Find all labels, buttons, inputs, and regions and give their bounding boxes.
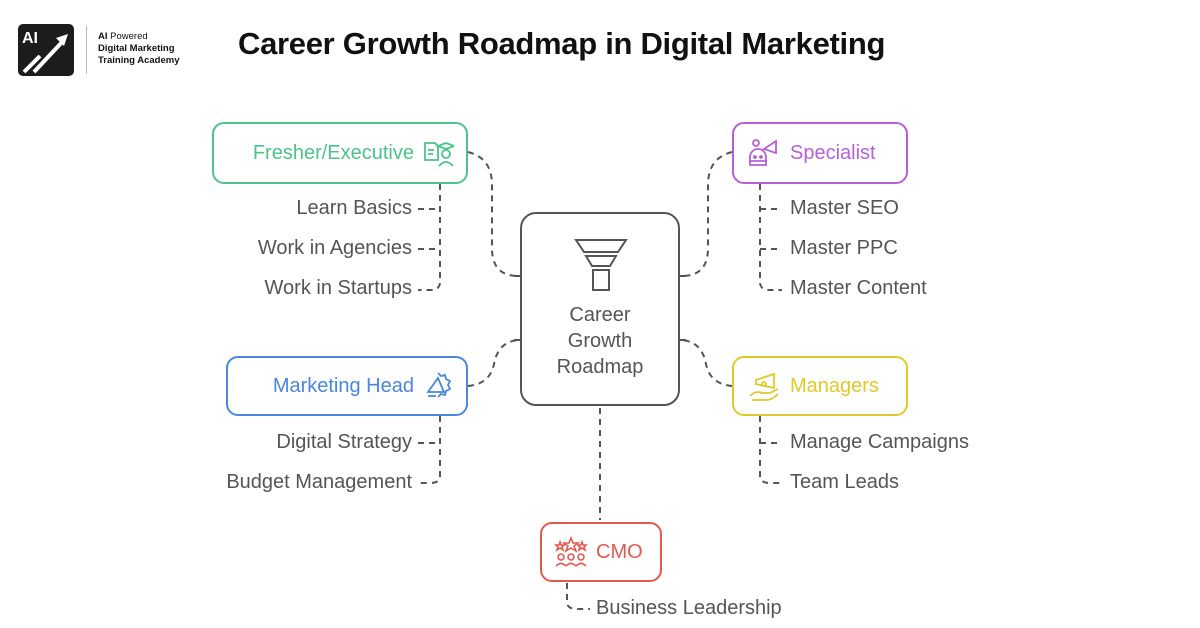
specialist-item: Master Content (790, 277, 927, 299)
node-label: Specialist (790, 141, 876, 164)
center-node-career-growth-roadmap: Career Growth Roadmap (520, 212, 680, 406)
specialist-item: Master PPC (790, 237, 898, 259)
academy-name: AI Powered Digital Marketing Training Ac… (98, 31, 180, 66)
badge-megaphone-icon (426, 372, 452, 398)
node-label: Marketing Head (272, 374, 414, 397)
fresher-item: Work in Startups (264, 277, 412, 299)
resume-graduate-icon (424, 142, 454, 167)
growth-arrow-icon (22, 34, 68, 74)
academy-logo: AI (18, 24, 74, 76)
hand-megaphone-icon (749, 372, 779, 401)
logo-mark: AI (22, 30, 38, 47)
node-label: CMO (596, 540, 643, 563)
page-title: Career Growth Roadmap in Digital Marketi… (238, 26, 886, 61)
managers-item: Team Leads (790, 471, 899, 493)
center-label: Career Growth Roadmap (556, 304, 644, 378)
managers-item: Manage Campaigns (790, 431, 969, 453)
specialist-item: Master SEO (790, 197, 899, 219)
marketing-head-item: Digital Strategy (276, 431, 412, 453)
logo-divider (86, 26, 87, 74)
stars-team-icon (554, 536, 588, 567)
node-specialist: Specialist (732, 122, 908, 184)
node-marketing-head: Marketing Head (226, 356, 468, 416)
cmo-item: Business Leadership (596, 597, 782, 619)
funnel-icon (574, 239, 628, 291)
node-managers: Managers (732, 356, 908, 416)
robot-megaphone-icon (749, 139, 777, 166)
fresher-item: Work in Agencies (257, 237, 412, 259)
node-label: Managers (790, 374, 879, 397)
node-cmo: CMO (540, 522, 662, 582)
node-label: Fresher/Executive (252, 141, 414, 164)
fresher-item: Learn Basics (296, 197, 412, 219)
node-fresher-executive: Fresher/Executive (212, 122, 468, 184)
marketing-head-item: Budget Management (226, 471, 412, 493)
